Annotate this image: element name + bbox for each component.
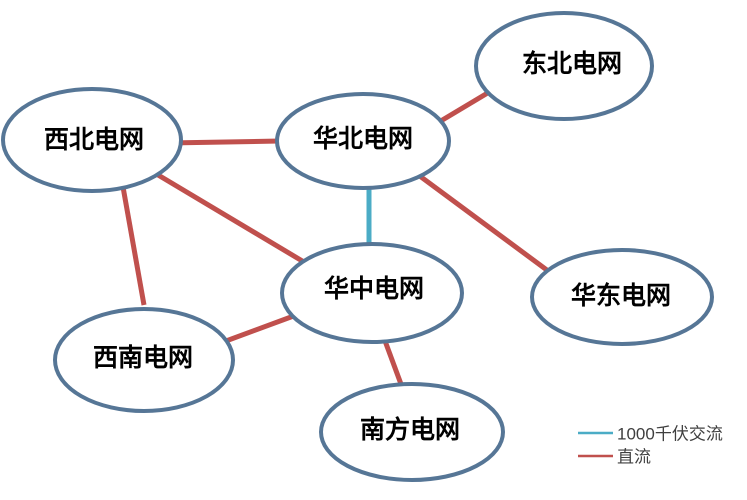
edge-dc-xibei-xinan bbox=[117, 169, 147, 306]
node-huabei-label: 华北电网 bbox=[313, 124, 413, 153]
node-huadong-label: 华东电网 bbox=[571, 281, 671, 310]
node-huazhong-ellipse bbox=[280, 242, 464, 344]
node-xinan-label: 西南电网 bbox=[93, 344, 193, 372]
node-dongbei: 东北电网 bbox=[474, 11, 654, 121]
node-xinan-ellipse bbox=[53, 307, 235, 413]
node-xinan: 西南电网 bbox=[53, 307, 235, 413]
node-nanfang-ellipse bbox=[319, 382, 505, 482]
node-huadong-ellipse bbox=[530, 248, 714, 346]
node-huadong: 华东电网 bbox=[530, 248, 714, 346]
node-xibei: 西北电网 bbox=[1, 87, 183, 193]
legend: 1000千伏交流 直流 bbox=[578, 425, 723, 467]
node-nanfang-label: 南方电网 bbox=[360, 415, 460, 444]
legend-dc-label: 直流 bbox=[617, 448, 651, 467]
edge-dc-xibei-huazhong bbox=[136, 160, 316, 271]
node-dongbei-ellipse bbox=[474, 11, 654, 121]
node-huabei-ellipse bbox=[275, 92, 451, 190]
node-xibei-label: 西北电网 bbox=[44, 126, 144, 154]
edge-dc-xibei-huabei bbox=[167, 138, 281, 146]
node-huazhong-label: 华中电网 bbox=[324, 274, 424, 303]
node-xibei-ellipse bbox=[1, 87, 183, 193]
edge-dc-huabei-huadong bbox=[411, 168, 561, 282]
node-huazhong: 华中电网 bbox=[280, 242, 464, 344]
node-huabei: 华北电网 bbox=[275, 92, 451, 190]
legend-ac-label: 1000千伏交流 bbox=[617, 425, 723, 444]
node-nanfang: 南方电网 bbox=[319, 382, 505, 482]
node-dongbei-label: 东北电网 bbox=[522, 49, 622, 78]
